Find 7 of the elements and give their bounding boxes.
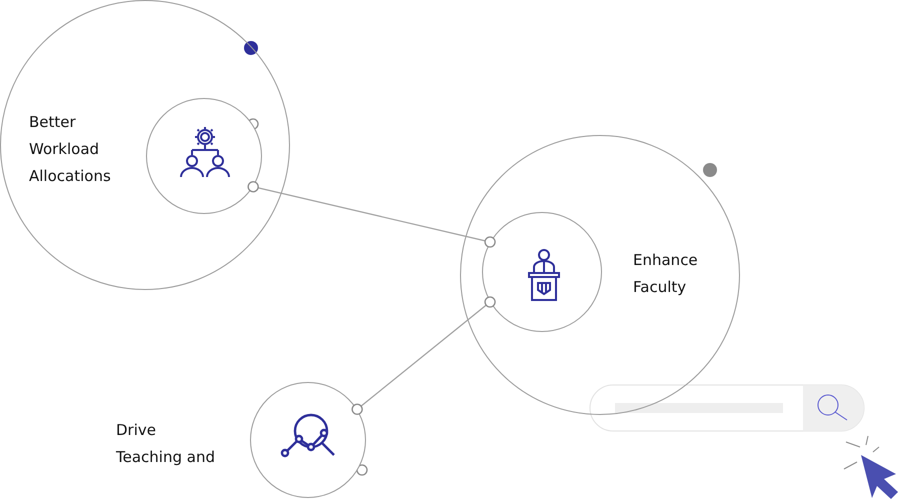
node-label: Better Workload Allocations	[29, 112, 112, 187]
node-label: Enhance Faculty	[633, 250, 699, 298]
circle	[460, 135, 740, 415]
connector-line	[248, 181, 496, 248]
connector-line	[352, 296, 496, 415]
circle	[0, 0, 290, 290]
label-text: Drive Teaching and	[116, 420, 216, 468]
